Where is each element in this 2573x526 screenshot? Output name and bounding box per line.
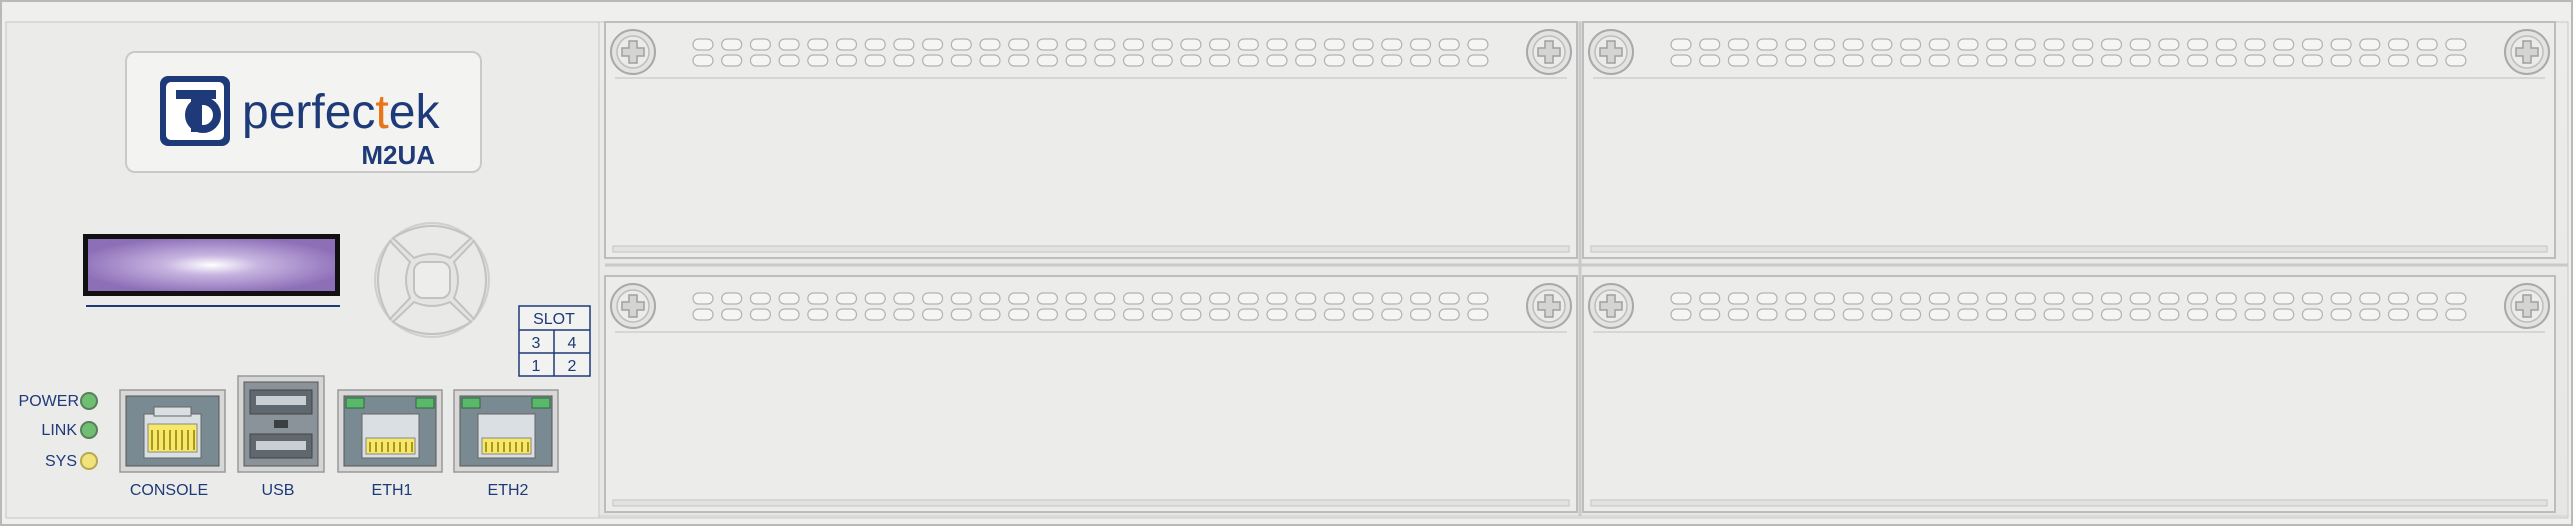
vent-holes [1670, 38, 2467, 67]
nav-down-button[interactable] [391, 300, 473, 335]
usb-port[interactable] [237, 375, 325, 473]
eth2-port-label: ETH2 [488, 482, 529, 499]
thumbscrew-left-icon[interactable] [610, 29, 656, 75]
slot-2-blank-plate [1582, 275, 2556, 513]
vent-holes [1670, 292, 2467, 321]
led-power-label: POWER [19, 393, 79, 410]
slot-map-cell: 2 [568, 358, 577, 375]
eth1-port-label: ETH1 [372, 482, 413, 499]
brand-logo: perfectek M2UA [125, 51, 482, 173]
thumbscrew-right-icon[interactable] [1526, 283, 1572, 329]
eth2-port[interactable] [453, 389, 559, 473]
usb-port-label: USB [262, 482, 295, 499]
vent-holes [692, 292, 1489, 321]
slot-map-title: SLOT [533, 311, 575, 328]
led-link-label: LINK [41, 422, 77, 439]
nav-right-button[interactable] [452, 239, 487, 321]
status-leds: POWER LINK SYS [19, 392, 98, 470]
eth2-link-led-icon [461, 397, 481, 409]
thumbscrew-right-icon[interactable] [1526, 29, 1572, 75]
slot-map-cell: 4 [568, 335, 577, 352]
eth2-act-led-icon [531, 397, 551, 409]
slot-1-blank-plate [604, 275, 1578, 513]
nav-up-button[interactable] [391, 225, 473, 260]
led-link-icon [80, 421, 98, 439]
console-port[interactable] [119, 389, 226, 473]
vent-holes [692, 38, 1489, 67]
thumbscrew-left-icon[interactable] [610, 283, 656, 329]
brand-name: perfectek [242, 86, 440, 139]
led-sys-label: SYS [45, 453, 77, 470]
eth1-port[interactable] [337, 389, 443, 473]
model-name: M2UA [361, 140, 435, 170]
slot-3-blank-plate [604, 21, 1578, 259]
thumbscrew-right-icon[interactable] [2504, 283, 2550, 329]
console-port-label: CONSOLE [130, 482, 208, 499]
nav-ok-button[interactable] [413, 261, 451, 299]
nav-left-button[interactable] [377, 239, 412, 321]
led-power-icon [80, 392, 98, 410]
slot-map-cell: 3 [532, 335, 541, 352]
eth1-act-led-icon [415, 397, 435, 409]
thumbscrew-left-icon[interactable] [1588, 283, 1634, 329]
slot-4-blank-plate [1582, 21, 2556, 259]
thumbscrew-left-icon[interactable] [1588, 29, 1634, 75]
expansion-slot-bay [604, 21, 2568, 516]
thumbscrew-right-icon[interactable] [2504, 29, 2550, 75]
nav-keypad [374, 222, 490, 338]
slot-map: SLOT 3 4 1 2 [518, 305, 591, 377]
lcd-display [83, 234, 340, 307]
slot-map-cell: 1 [532, 358, 541, 375]
led-sys-icon [80, 452, 98, 470]
eth1-link-led-icon [345, 397, 365, 409]
